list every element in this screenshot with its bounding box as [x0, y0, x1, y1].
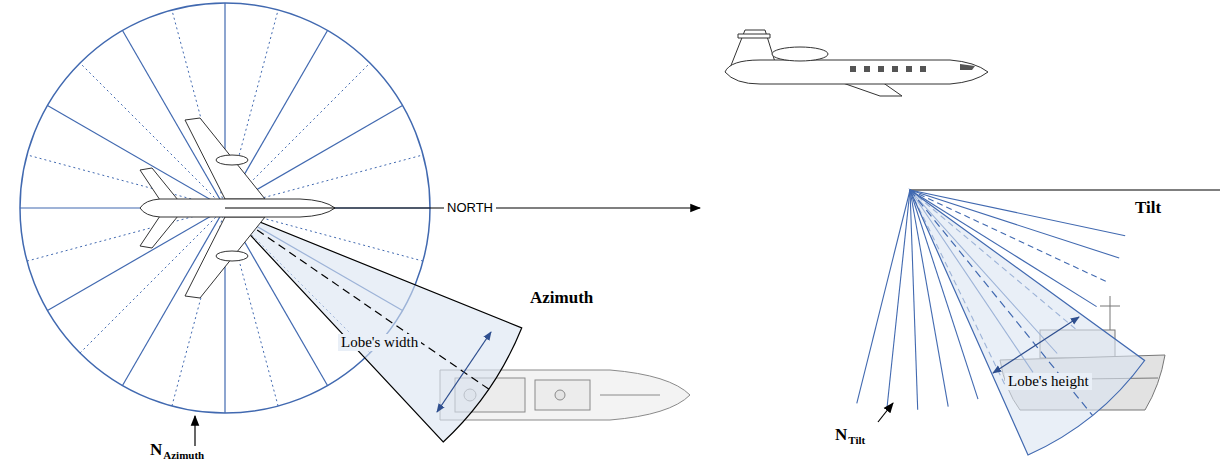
dimension-label: Lobe's width — [338, 334, 421, 351]
dimension-label: Lobe's height — [1005, 373, 1092, 390]
pointer-arrow — [194, 416, 195, 446]
angle-label: Azimuth — [530, 288, 593, 308]
symbol-label: N — [150, 440, 162, 460]
angle-label: Tilt — [1135, 198, 1161, 218]
horizon-line — [910, 189, 1220, 190]
tilt-lobe — [910, 190, 1145, 455]
airplane-side-view — [725, 30, 988, 96]
height-arrow — [993, 317, 1079, 373]
pointer-arrow — [878, 403, 893, 422]
symbol-subscript: Tilt — [848, 434, 865, 447]
azimuth-lobe — [225, 208, 522, 442]
direction-label: NORTH — [444, 201, 496, 216]
symbol-label: N — [835, 425, 847, 445]
symbol-subscript: Azimuth — [163, 449, 204, 462]
width-arrow — [437, 332, 491, 412]
